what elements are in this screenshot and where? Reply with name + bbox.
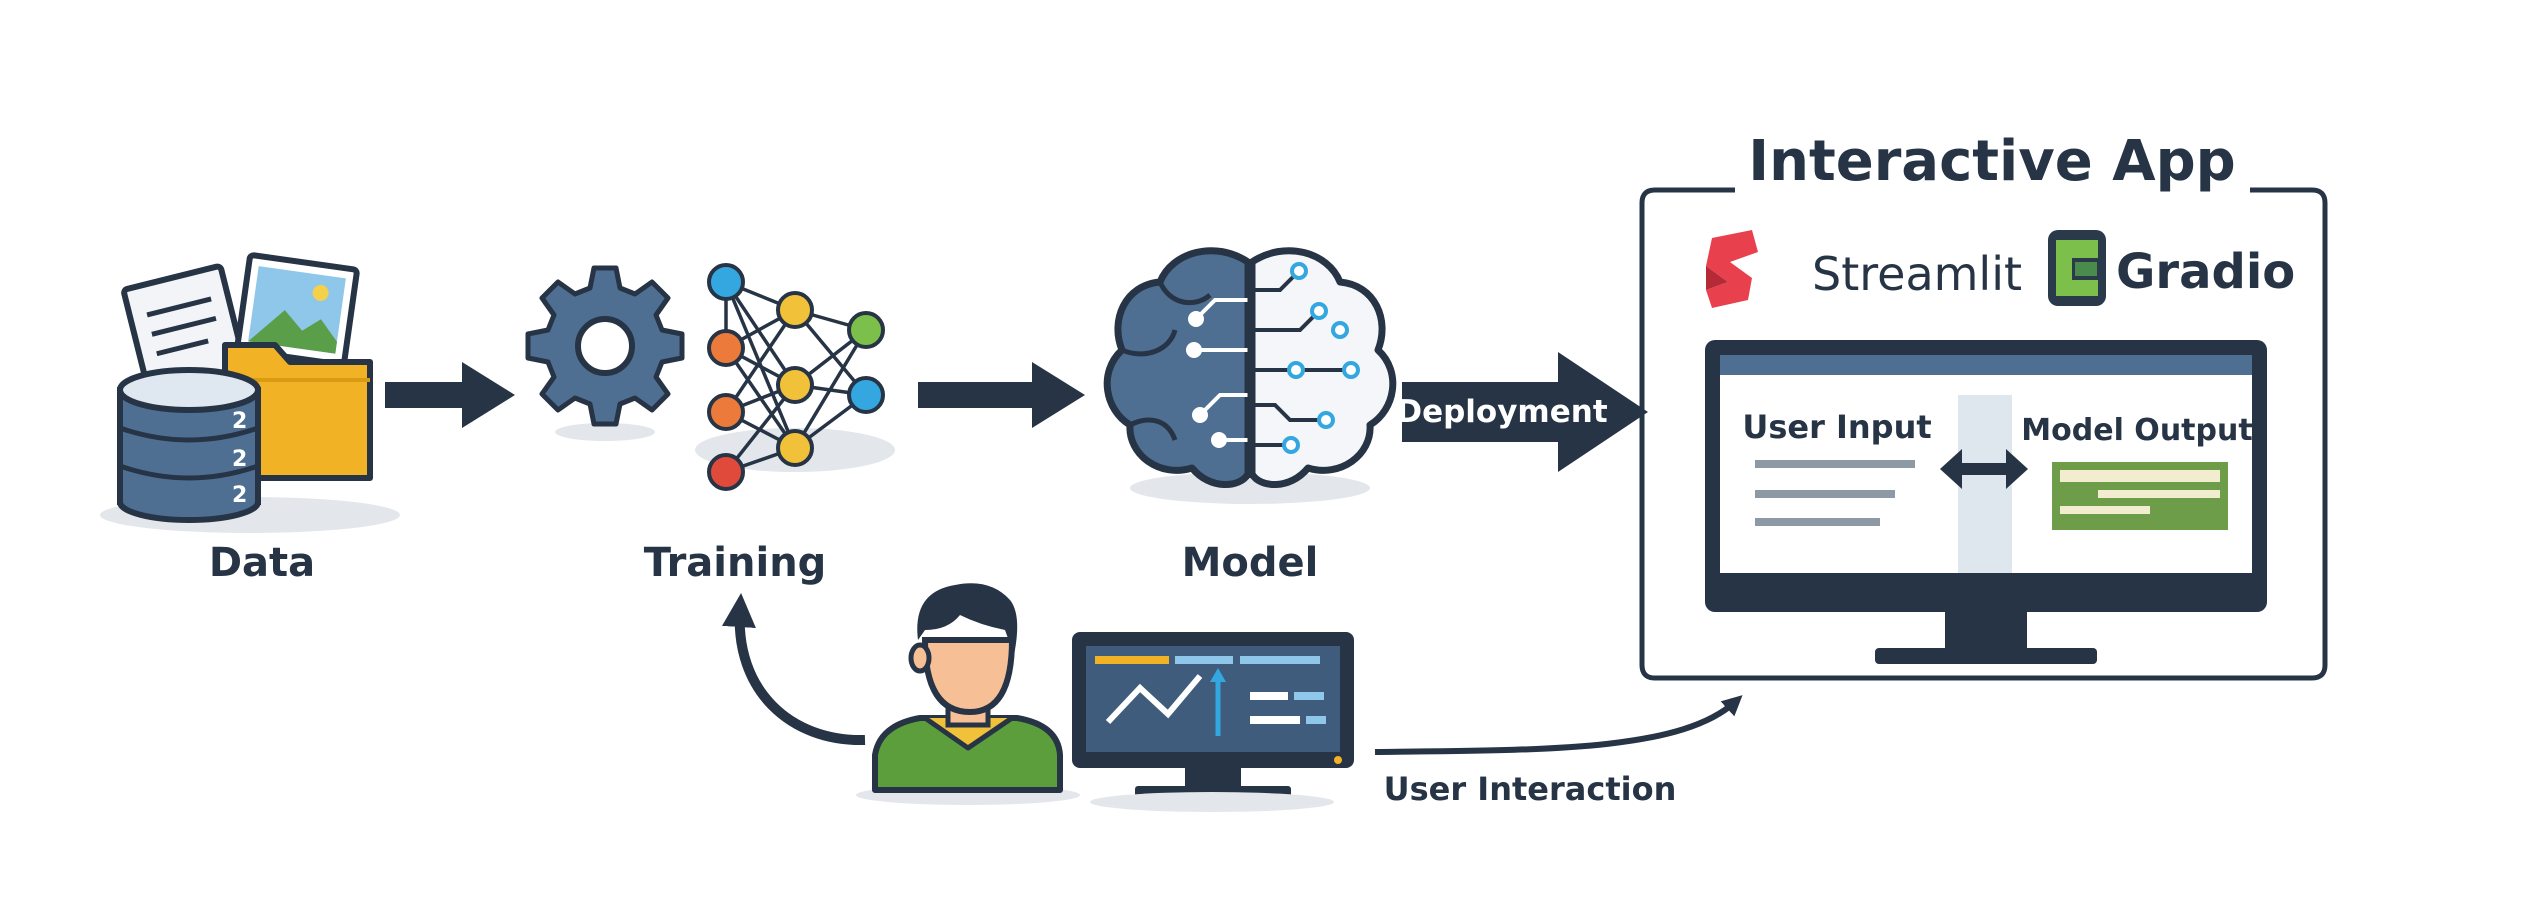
input-line [1755,518,1880,526]
model-stage: Model [1103,247,1397,586]
user-interaction-label: User Interaction [1384,770,1677,808]
model-label: Model [1182,540,1319,586]
arrow-training-to-model [918,362,1085,428]
svg-text:2: 2 [232,447,247,472]
user-input-label: User Input [1742,408,1931,446]
gear-icon [525,265,685,427]
deployment-label: Deployment [1396,394,1607,430]
input-line [1755,460,1915,468]
arrow-data-to-training [385,362,515,428]
streamlit-logo: Streamlit [1706,230,2022,308]
double-arrow-icon [1940,449,2028,489]
interactive-app-panel: Interactive App Streamlit Gradio User In… [1639,129,2328,681]
database-icon: 2 2 2 [117,367,261,523]
gradio-logo: Gradio [2048,230,2295,306]
gradio-label: Gradio [2116,244,2295,300]
training-label: Training [644,540,827,586]
feedback-arrow [721,593,866,746]
app-monitor-icon: User Input Model Output [1705,340,2267,664]
svg-text:2: 2 [232,483,247,508]
training-stage: Training [525,263,895,586]
model-output-label: Model Output [2021,413,2252,448]
deployment-arrow: Deployment [1396,352,1648,472]
input-line [1755,490,1895,498]
dashboard-monitor-icon [1072,632,1354,812]
data-stage: 2 2 2 Data [100,252,400,586]
person-icon [856,583,1080,805]
svg-text:2: 2 [232,409,247,434]
streamlit-label: Streamlit [1812,247,2022,301]
user-interaction-arrow [1374,695,1743,755]
neural-network-icon [707,263,885,491]
data-label: Data [209,540,315,586]
brain-circuit-icon [1103,247,1397,488]
app-title: Interactive App [1748,129,2236,194]
